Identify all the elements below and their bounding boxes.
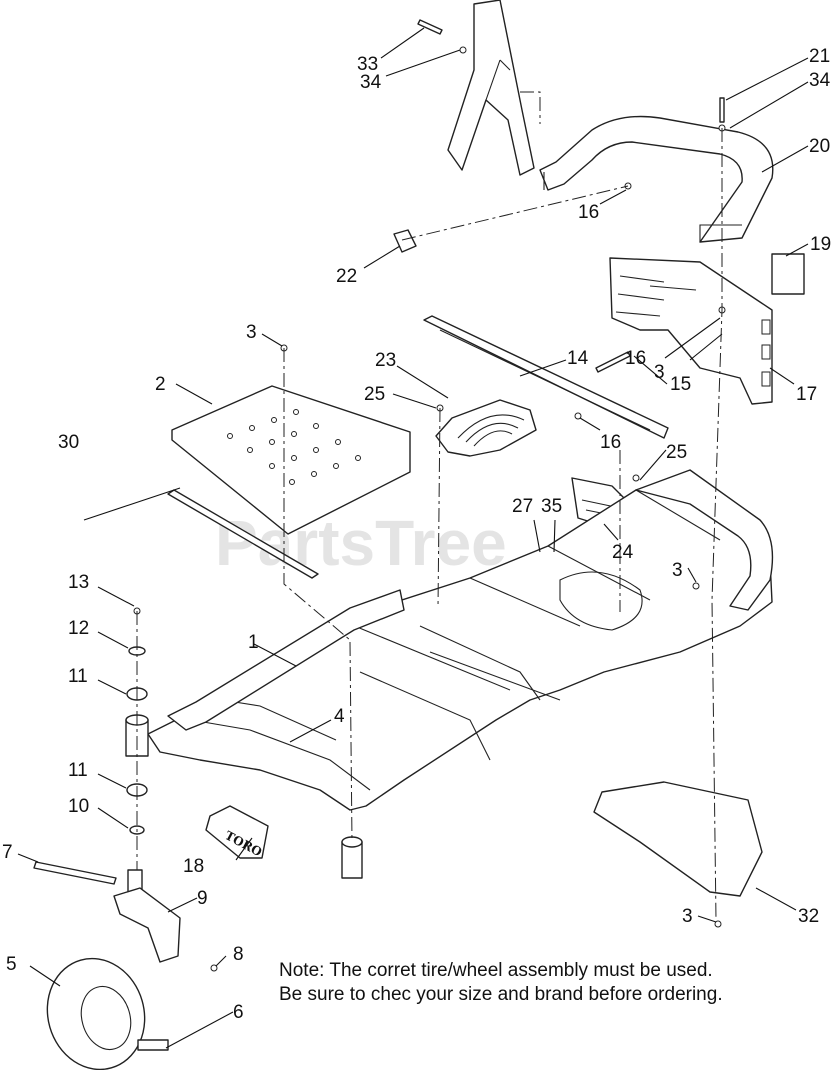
rear-bar-14 <box>423 315 669 439</box>
skid-plate-32 <box>593 781 763 897</box>
callout-4: 4 <box>334 706 345 727</box>
rops-hoop <box>539 115 774 243</box>
callout-5: 5 <box>6 954 17 975</box>
callout-11-top: 11 <box>68 666 88 687</box>
callout-20: 20 <box>809 136 830 157</box>
callout-21: 21 <box>809 46 830 67</box>
callout-12: 12 <box>68 618 89 639</box>
callout-11-bottom: 11 <box>68 760 88 781</box>
callout-32: 32 <box>798 906 819 927</box>
wheel-5 <box>46 957 169 1070</box>
toro-logo-18: TORO <box>205 805 269 859</box>
note-line-2: Be sure to chec your size and brand befo… <box>279 984 723 1005</box>
callout-24: 24 <box>612 542 634 563</box>
callout-3-frame: 3 <box>672 560 683 581</box>
floor-plate-2 <box>171 385 411 535</box>
note-block: Note: The corret tire/wheel assembly mus… <box>279 960 723 1005</box>
rear-guard-plate <box>609 257 773 405</box>
frame-tube-right <box>635 469 774 611</box>
callout-labels: 33 34 21 34 20 16 19 22 3 2 30 23 25 14 … <box>2 46 831 1023</box>
callout-9: 9 <box>197 888 208 909</box>
callout-10: 10 <box>68 796 89 817</box>
callout-14: 14 <box>567 348 589 369</box>
callout-16-top: 16 <box>578 202 599 223</box>
note-line-1: Note: The corret tire/wheel assembly mus… <box>279 960 713 981</box>
leader-lines <box>17 27 809 1049</box>
decal-19 <box>771 253 805 295</box>
callout-8: 8 <box>233 944 244 965</box>
callout-3-skid: 3 <box>682 906 693 927</box>
callout-2: 2 <box>155 374 166 395</box>
assembly-lines <box>136 91 723 921</box>
callout-25-left: 25 <box>364 384 385 405</box>
axle-7 <box>33 861 117 885</box>
callout-34-top: 34 <box>360 72 382 93</box>
callout-1: 1 <box>248 632 259 653</box>
callout-25-right: 25 <box>666 442 687 463</box>
callout-3-floor: 3 <box>246 322 257 343</box>
callout-6: 6 <box>233 1002 244 1023</box>
caster-fork-9 <box>113 869 181 963</box>
callout-35: 35 <box>541 496 562 517</box>
callout-30: 30 <box>58 432 79 453</box>
callout-22: 22 <box>336 266 357 287</box>
callout-15: 15 <box>670 374 691 395</box>
callout-27: 27 <box>512 496 533 517</box>
callout-17: 17 <box>796 384 817 405</box>
rops-upright <box>447 0 535 176</box>
callout-3-guard: 3 <box>654 362 665 383</box>
callout-34-right: 34 <box>809 70 831 91</box>
callout-18: 18 <box>183 856 204 877</box>
callout-19: 19 <box>810 234 831 255</box>
callout-16-mid: 16 <box>625 348 646 369</box>
strip-30 <box>167 489 319 579</box>
callout-33: 33 <box>357 54 378 75</box>
frame-tube-left <box>167 589 405 731</box>
bumper-22 <box>393 229 417 253</box>
screen-23 <box>435 399 537 457</box>
hardware-small <box>126 19 726 972</box>
callout-13: 13 <box>68 572 89 593</box>
callout-7: 7 <box>2 842 13 863</box>
callout-16-bar: 16 <box>600 432 621 453</box>
callout-23: 23 <box>375 350 396 371</box>
